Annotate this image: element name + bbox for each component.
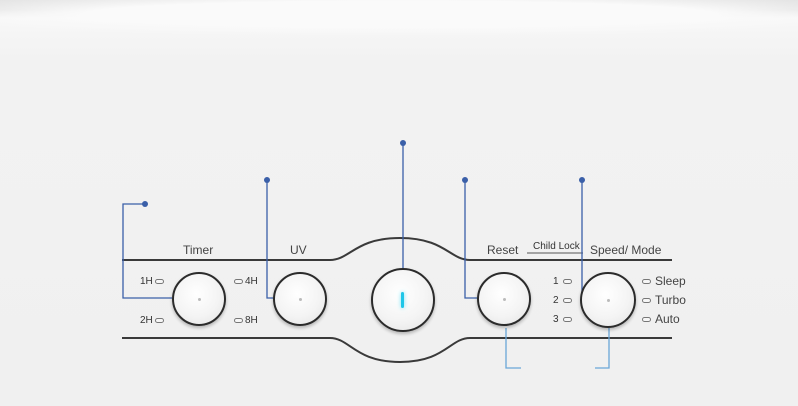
child-lock-label: Child Lock	[533, 241, 580, 252]
callout-speed-dot	[579, 177, 585, 183]
uv-label: UV	[290, 243, 307, 257]
timer-label: Timer	[183, 243, 214, 257]
speed-1-indicator	[563, 279, 572, 284]
callout-reset-lower-line	[505, 328, 521, 369]
timer-8h-label: 8H	[245, 315, 258, 326]
power-button[interactable]	[371, 268, 435, 332]
speed-2-label: 2	[553, 295, 559, 306]
mode-turbo-indicator	[642, 298, 651, 303]
speed-1-label: 1	[553, 276, 559, 287]
timer-2h-label: 2H	[140, 315, 153, 326]
callout-timer-dot	[142, 201, 148, 207]
mode-sleep-label: Sleep	[655, 274, 686, 288]
callout-speed-lower-line	[595, 328, 610, 369]
mode-turbo-label: Turbo	[655, 293, 686, 307]
mode-sleep-indicator	[642, 279, 651, 284]
timer-button[interactable]	[172, 272, 226, 326]
power-indicator-icon	[401, 292, 404, 308]
reset-label: Reset	[487, 243, 519, 257]
timer-4h-indicator	[234, 279, 243, 284]
speed-mode-button[interactable]	[580, 272, 636, 328]
speed-3-indicator	[563, 317, 572, 322]
reset-button[interactable]	[477, 272, 531, 326]
callout-reset-dot	[462, 177, 468, 183]
callout-uv-dot	[264, 177, 270, 183]
timer-4h-label: 4H	[245, 276, 258, 287]
reset-button-center-dot	[503, 298, 506, 301]
top-edge-highlight	[0, 0, 798, 40]
speed-3-label: 3	[553, 314, 559, 325]
mode-auto-label: Auto	[655, 312, 680, 326]
timer-8h-indicator	[234, 318, 243, 323]
uv-button[interactable]	[273, 272, 327, 326]
speed-2-indicator	[563, 298, 572, 303]
speed-mode-button-center-dot	[607, 299, 610, 302]
timer-2h-indicator	[155, 318, 164, 323]
uv-button-center-dot	[299, 298, 302, 301]
timer-1h-indicator	[155, 279, 164, 284]
callout-timer-line	[122, 203, 172, 299]
callout-power-dot	[400, 140, 406, 146]
timer-button-center-dot	[198, 298, 201, 301]
mode-auto-indicator	[642, 317, 651, 322]
timer-1h-label: 1H	[140, 276, 153, 287]
speed-mode-label: Speed/ Mode	[590, 243, 662, 257]
